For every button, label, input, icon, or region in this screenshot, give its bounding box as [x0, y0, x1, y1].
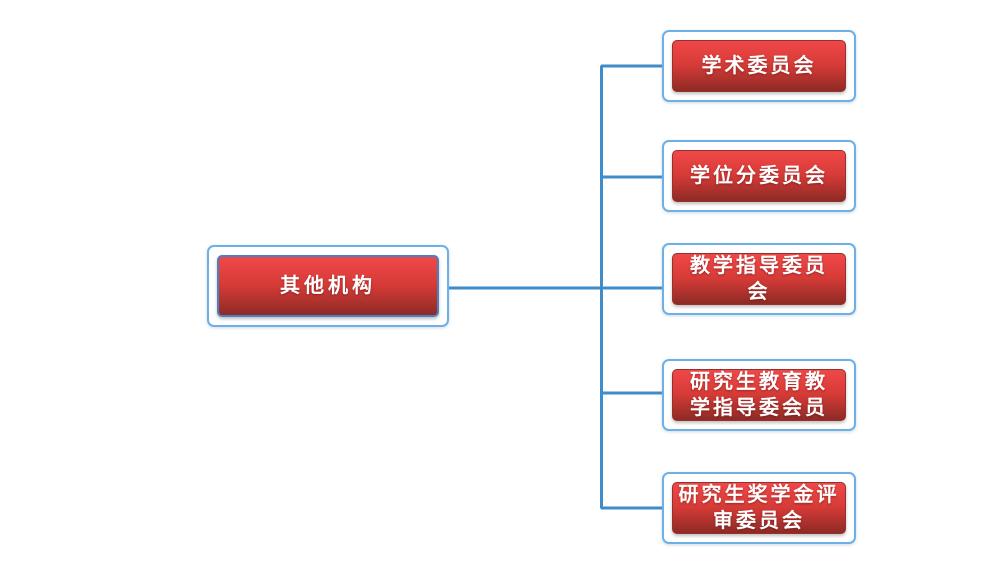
org-node-root-label: 其他机构	[280, 275, 376, 297]
org-node-label: 教学指导委员 会	[690, 255, 828, 303]
org-node-graduate-scholarship-review-committee[interactable]: 研究生奖学金评 审委员会	[662, 472, 856, 544]
org-node-label: 学术委员会	[701, 55, 817, 77]
org-node-label: 学位分委员会	[690, 165, 828, 187]
org-node-teaching-guidance-committee-box: 教学指导委员 会	[672, 253, 846, 305]
org-node-graduate-scholarship-review-committee-box: 研究生奖学金评 审委员会	[672, 482, 846, 534]
org-node-teaching-guidance-committee[interactable]: 教学指导委员 会	[662, 243, 856, 315]
org-node-academic-committee-box: 学术委员会	[672, 40, 846, 92]
org-node-graduate-education-teaching-committee[interactable]: 研究生教育教 学指导委会员	[662, 359, 856, 431]
org-node-label: 研究生奖学金评 审委员会	[678, 484, 840, 532]
org-node-label: 研究生教育教 学指导委会员	[690, 371, 828, 419]
org-node-academic-committee[interactable]: 学术委员会	[662, 30, 856, 102]
org-node-graduate-education-teaching-committee-box: 研究生教育教 学指导委会员	[672, 369, 846, 421]
org-node-root[interactable]: 其他机构	[207, 245, 449, 327]
org-node-root-box: 其他机构	[217, 255, 439, 317]
org-node-degree-subcommittee-box: 学位分委员会	[672, 150, 846, 202]
org-node-degree-subcommittee[interactable]: 学位分委员会	[662, 140, 856, 212]
